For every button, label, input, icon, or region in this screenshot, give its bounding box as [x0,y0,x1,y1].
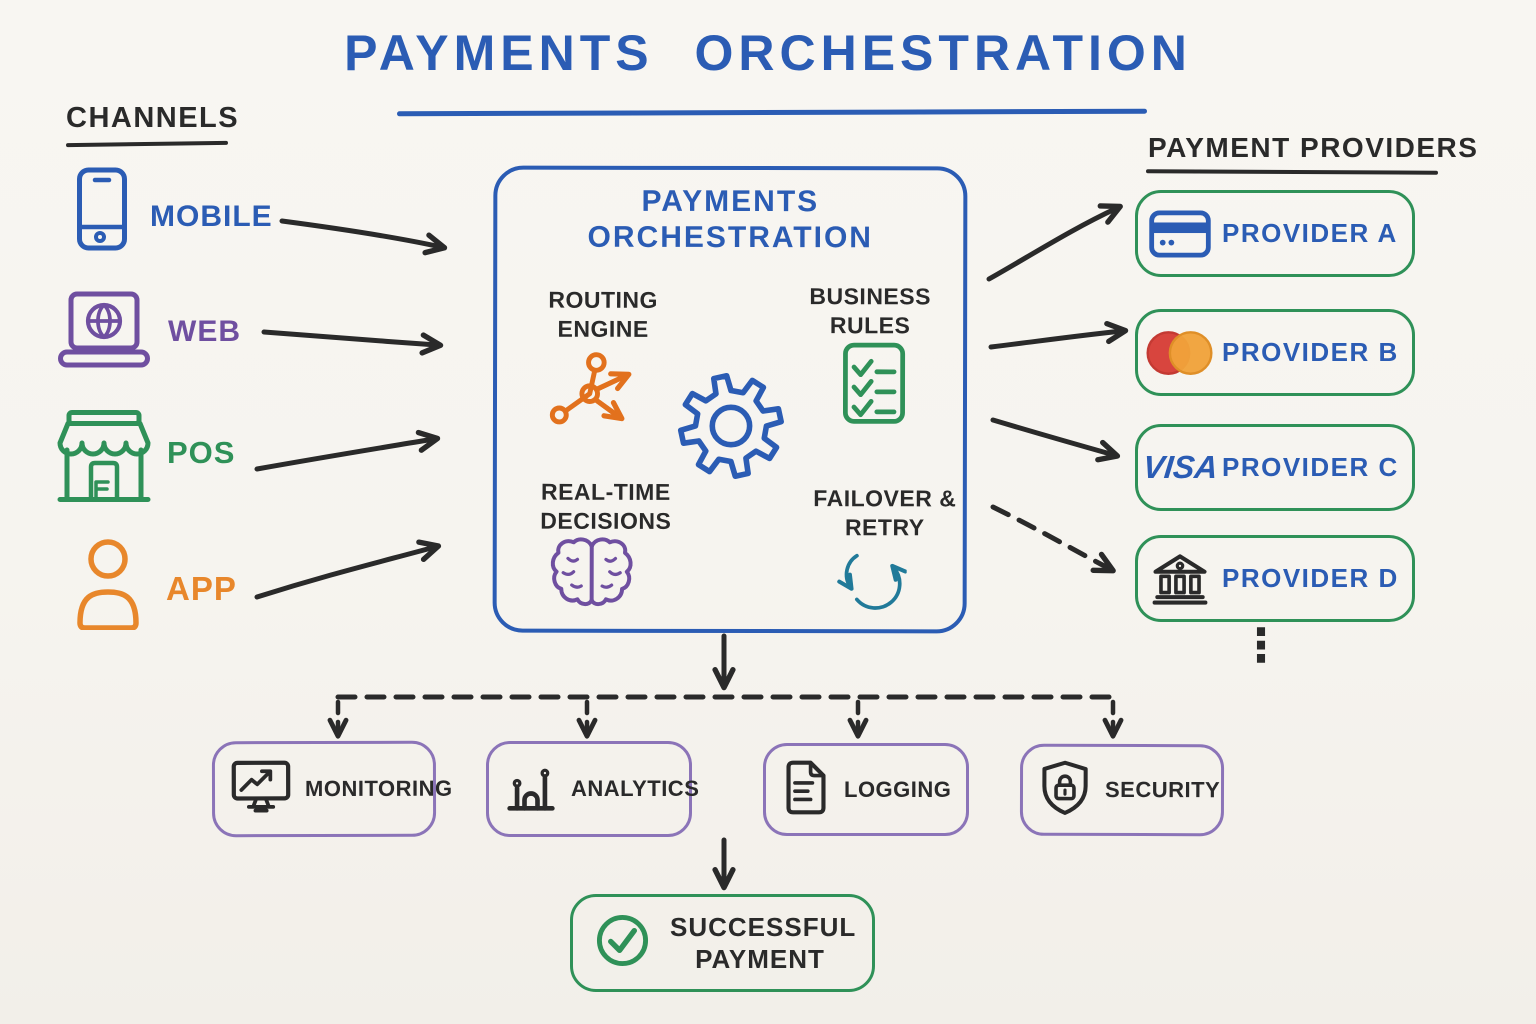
credit-card-icon [1138,209,1222,258]
hub-title: PAYMENTS ORCHESTRATION [587,184,874,255]
service-card-monitoring: MONITORING [211,740,453,838]
arrow-app-to-hub [254,539,442,600]
check-circle-icon [595,913,650,973]
page-title: PAYMENTS ORCHESTRATION [344,25,1192,81]
visa-logo: VISA [1140,449,1220,485]
channel-label-app: APP [166,570,237,607]
more-providers-ellipsis: ⋮ [1238,618,1284,672]
provider-label: PROVIDER B [1222,337,1399,367]
feature-label-failover-retry: FAILOVER & RETRY [813,485,957,541]
providers-underline [1145,169,1439,175]
provider-card-a: PROVIDER A [1135,190,1415,277]
service-label: MONITORING [304,775,453,802]
arrow-hub-to-provider-a [986,203,1123,282]
service-label: SECURITY [1104,776,1221,803]
service-card-security: SECURITY [1019,743,1225,837]
channel-label-pos: POS [167,435,236,470]
laptop-globe-icon [58,291,150,368]
service-card-logging: LOGGING [763,743,969,836]
channels-underline [65,140,229,148]
provider-label: PROVIDER D [1222,563,1399,593]
provider-card-c: VISA PROVIDER C [1135,424,1415,511]
routing-nodes-icon [549,352,632,425]
bank-icon [1138,552,1222,606]
shield-lock-icon [1039,758,1091,821]
retry-cycle-icon [837,553,907,610]
successful-payment-card: SUCCESSFUL PAYMENT [570,894,875,992]
smartphone-icon [77,167,127,251]
channel-label-web: WEB [168,315,241,348]
card-circles-icon [1138,326,1222,380]
person-icon [77,539,139,630]
feature-label-business-rules: BUSINESS RULES [809,283,931,339]
result-label: SUCCESSFUL PAYMENT [670,911,857,975]
provider-card-b: PROVIDER B [1135,309,1415,396]
provider-card-d: PROVIDER D [1135,535,1415,622]
document-icon [782,759,830,821]
channels-heading: CHANNELS [66,102,240,134]
arrow-hub-to-provider-c [990,417,1121,463]
bar-chart-icon [505,760,557,819]
brain-icon [550,537,633,607]
channel-label-mobile: MOBILE [150,200,273,233]
arrow-hub-to-provider-b [988,320,1129,350]
feature-label-routing-engine: ROUTING ENGINE [548,286,658,342]
service-label: ANALYTICS [571,776,700,801]
storefront-icon [57,410,151,502]
service-label: LOGGING [844,776,952,802]
feature-label-real-time-decisions: REAL-TIME DECISIONS [540,478,672,534]
providers-heading: PAYMENT PROVIDERS [1148,132,1479,163]
dashed-arrow-hub-to-provider-d [990,504,1116,574]
checklist-icon [842,342,906,424]
arrow-pos-to-hub [254,429,441,472]
arrow-web-to-hub [261,329,444,356]
provider-label: PROVIDER A [1222,218,1398,248]
monitor-chart-icon [231,759,291,820]
provider-label: PROVIDER C [1222,452,1399,482]
title-underline [396,108,1148,117]
arrow-mobile-to-hub [279,218,448,256]
gear-icon [677,372,784,480]
service-card-analytics: ANALYTICS [486,741,699,837]
payments-orchestration-hub: PAYMENTS ORCHESTRATION ROUTING ENGINE BU… [492,165,968,634]
